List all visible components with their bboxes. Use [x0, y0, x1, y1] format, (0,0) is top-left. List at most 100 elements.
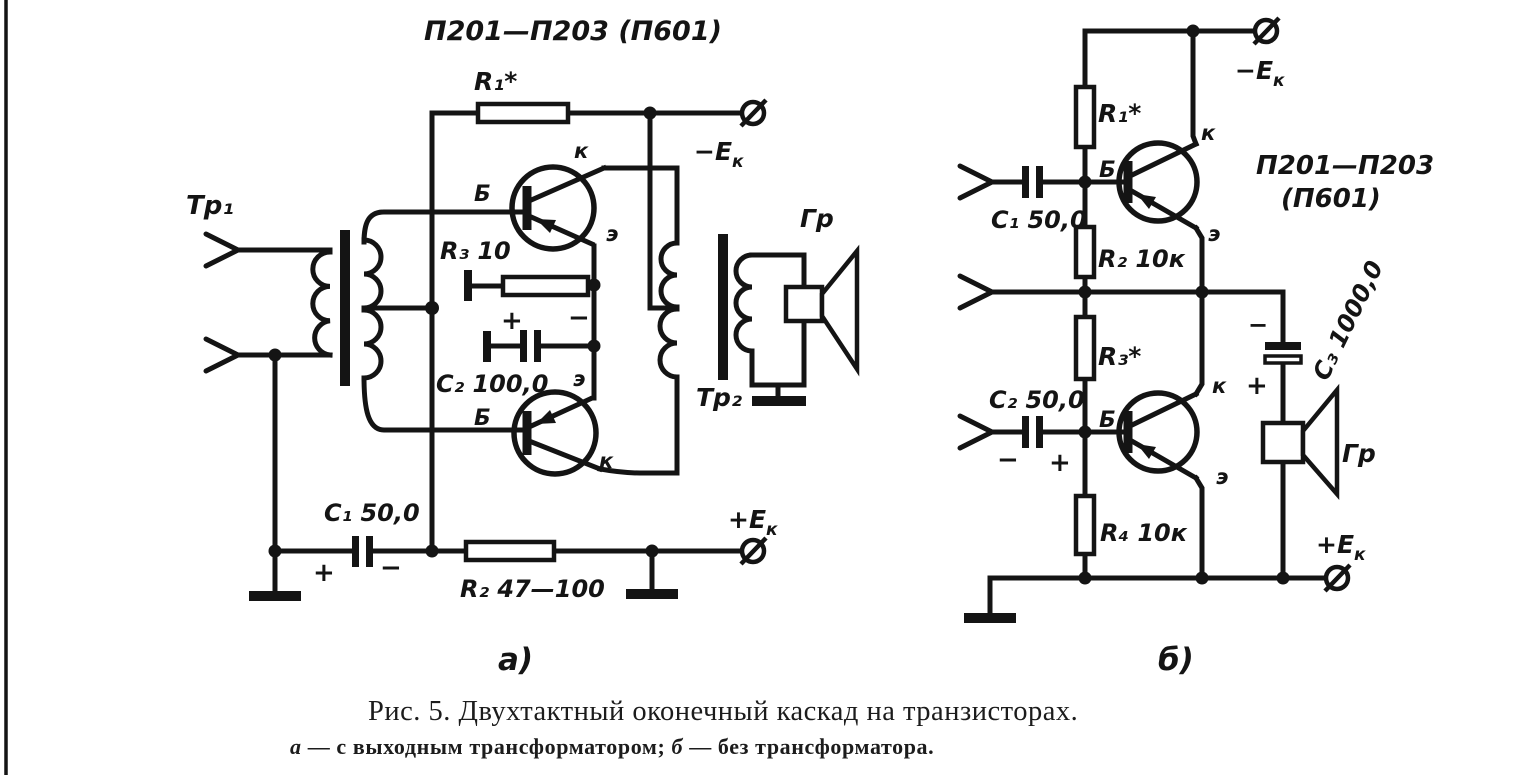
capacitor-plate [1263, 354, 1303, 365]
designator-a: а) [498, 642, 533, 678]
resistor-body [475, 101, 571, 125]
transistor-vt1-a: Б к э [474, 139, 618, 252]
capacitor-plate [1036, 416, 1043, 448]
r1-a-label: R₁* [474, 67, 517, 96]
capacitor-plate [1022, 166, 1029, 198]
resistor-r2-a: R₂ 47—100 [460, 539, 605, 603]
pnp-arrow-icon [1137, 444, 1156, 459]
tr2-secondary-winding [733, 252, 755, 354]
minus-ek-label: −Ек [1235, 56, 1285, 91]
base-label: Б [1099, 158, 1116, 183]
terminal-slash [1323, 563, 1352, 593]
output-transformer-tr2: Тр₂ [657, 234, 755, 412]
capacitor-plate [1036, 166, 1043, 198]
input-arrow-icon [957, 273, 995, 311]
resistor-body [1073, 493, 1097, 557]
r4-b-label: R₄ 10к [1100, 519, 1188, 547]
r1-b-label: R₁* [1098, 99, 1141, 128]
terminal-minus-ek-a: −Ек [694, 98, 768, 172]
plus-ek-label: +Ек [1316, 530, 1366, 565]
input-arrow-icon [957, 413, 995, 451]
resistor-r3-b: R₃* [1073, 314, 1141, 382]
capacitor-plate [366, 536, 373, 567]
emitter-label: э [606, 222, 618, 246]
emitter-label: э [573, 367, 585, 391]
figure-subcaption: а — с выходным трансформатором; б — без … [290, 734, 934, 759]
pnp-arrow-icon [536, 219, 556, 233]
capacitor-c2-b: C₂ 50,0 − + [989, 386, 1085, 478]
pnp-arrow-icon [1137, 194, 1156, 209]
collector-label: к [1201, 121, 1216, 145]
tr2-primary-lower [657, 306, 680, 380]
transistor-type-label-b-line1: П201—П203 [1256, 151, 1434, 181]
tr1-secondary-upper [361, 237, 384, 311]
plus-sign: + [313, 558, 335, 588]
capacitor-c1-a: C₁ 50,0 + − [313, 499, 420, 588]
transistor-circle [511, 389, 599, 477]
terminal-slash [739, 536, 768, 566]
r2-a-label: R₂ 47—100 [460, 575, 605, 603]
collector-label: к [1212, 374, 1227, 398]
terminal-plus-ek-b: +Ек [1316, 530, 1366, 593]
transistor-vt2-b: Б к э [1099, 374, 1228, 489]
tr1-secondary-lower [361, 307, 384, 381]
circuit-a: Тр₁ R₁* П201—П203 (П601) Б к э R₃ 10 [186, 16, 860, 678]
collector-label: к [574, 139, 589, 163]
junction-dots-b [1078, 24, 1290, 585]
transistor-vt1-b: Б к э [1099, 121, 1220, 246]
speaker-cone [819, 244, 860, 377]
designator-b: б) [1158, 642, 1194, 678]
minus-sign: − [568, 303, 590, 333]
emitter-label: э [1216, 465, 1228, 489]
speaker-coil [783, 284, 825, 324]
terminal-slash [1252, 16, 1281, 46]
capacitor-plate [352, 536, 359, 567]
transistor-vt2-a: Б э к [474, 367, 614, 477]
transistor-circle [509, 164, 597, 252]
base-label: Б [1099, 408, 1116, 433]
input-arrow-icon [203, 336, 241, 374]
c2-b-label: C₂ 50,0 [989, 386, 1085, 414]
c3-b-label: C₃ 1000,0 [1307, 256, 1389, 384]
capacitor-plate [1265, 342, 1301, 350]
plus-sign: + [1049, 448, 1071, 478]
terminal-plus-ek-a: +Ек [728, 505, 778, 566]
speaker-coil [1260, 420, 1306, 465]
plus-ek-label: +Ек [728, 505, 778, 540]
pnp-arrow-icon [536, 410, 556, 424]
terminal-minus-ek-b: −Ек [1235, 16, 1285, 91]
resistor-r3-a: R₃ 10 [440, 237, 591, 301]
capacitor-plate [534, 330, 541, 362]
resistor-r4-b: R₄ 10к [1073, 493, 1188, 557]
loudspeaker-a: Гр [752, 204, 860, 406]
transistor-type-label-a: П201—П203 (П601) [424, 16, 722, 47]
transistor-circle [1116, 390, 1200, 474]
resistor-body [500, 274, 591, 298]
figure-caption: Рис. 5. Двухтактный оконечный каскад на … [368, 696, 1078, 727]
capacitor-plate [520, 330, 527, 362]
resistor-r1-a: R₁* [474, 67, 571, 125]
input-arrow-icon [957, 163, 995, 201]
resistor-r1-b: R₁* [1073, 84, 1141, 150]
base-label: Б [474, 182, 491, 207]
tr2-primary-upper [658, 240, 680, 310]
transistor-circle [1116, 140, 1200, 224]
junction-dots-a [268, 106, 659, 558]
input-arrow-icon [203, 231, 241, 269]
emitter-label: э [1208, 222, 1220, 246]
capacitor-c1-b: C₁ 50,0 [991, 166, 1087, 234]
capacitor-c2-a: + − C₂ 100,0 [436, 303, 590, 398]
speaker-cone [1300, 383, 1340, 501]
base-label: Б [474, 406, 491, 431]
r3-a-label: R₃ 10 [440, 237, 511, 265]
collector-label: к [599, 449, 614, 473]
c1-b-label: C₁ 50,0 [991, 206, 1087, 234]
r2-b-label: R₂ 10к [1098, 245, 1186, 273]
loudspeaker-b: Гр [1260, 383, 1376, 501]
minus-sign: − [380, 553, 402, 583]
plus-sign: + [1246, 371, 1268, 401]
speaker-label: Гр [1342, 439, 1376, 468]
r3-b-label: R₃* [1098, 342, 1141, 371]
